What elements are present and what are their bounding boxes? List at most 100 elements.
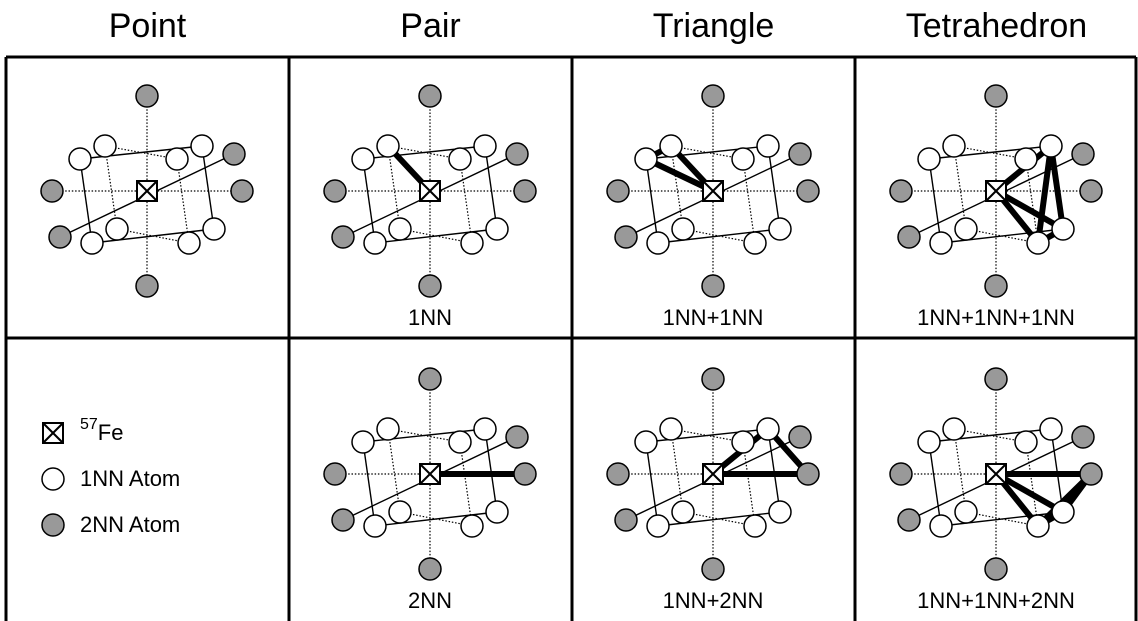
1nn-atom bbox=[1026, 231, 1050, 255]
lattice-edge bbox=[387, 145, 461, 160]
2nn-atom bbox=[40, 179, 64, 203]
2nn-atom bbox=[984, 367, 1008, 391]
diagram-row1-0 bbox=[40, 84, 254, 298]
1nn-atom bbox=[1039, 417, 1063, 441]
1nn-atom bbox=[105, 217, 129, 241]
2nn-atom bbox=[796, 462, 820, 486]
2nn-atom bbox=[701, 367, 725, 391]
lattice-edge bbox=[670, 145, 684, 230]
lattice-edge bbox=[104, 145, 178, 160]
lattice-edge bbox=[484, 145, 498, 230]
1nn-atom bbox=[743, 514, 767, 538]
fe-cross bbox=[985, 180, 1007, 202]
1nn-atom bbox=[917, 430, 941, 454]
1nn-atom bbox=[351, 147, 375, 171]
lattice-edge bbox=[670, 428, 744, 443]
1nn-atom bbox=[165, 147, 189, 171]
legend-2nn-label: 2NN Atom bbox=[80, 512, 181, 537]
1nn-atom bbox=[768, 500, 792, 524]
column-title-tetrahedron: Tetrahedron bbox=[905, 7, 1088, 45]
fe-cross bbox=[419, 180, 441, 202]
1nn-atom bbox=[1026, 514, 1050, 538]
2nn-atom bbox=[418, 84, 442, 108]
cluster-bond bbox=[1048, 143, 1066, 232]
2nn-atom bbox=[606, 462, 630, 486]
1nn-atom bbox=[388, 217, 412, 241]
lattice-edge bbox=[1050, 428, 1064, 513]
2nn-atom bbox=[323, 462, 347, 486]
fe-cross bbox=[419, 463, 441, 485]
1nn-atom bbox=[646, 231, 670, 255]
cluster-bond bbox=[993, 188, 1066, 232]
2nn-atom bbox=[701, 84, 725, 108]
fe-cross bbox=[702, 180, 724, 202]
lattice-edge bbox=[953, 428, 1027, 443]
2nn-atom bbox=[606, 179, 630, 203]
lattice-edge bbox=[387, 428, 461, 443]
2nn-atom bbox=[418, 557, 442, 581]
1nn-atom bbox=[93, 134, 117, 158]
2nn-atom bbox=[135, 274, 159, 298]
column-title-pair: Pair bbox=[400, 7, 461, 45]
2nn-atom bbox=[614, 225, 638, 249]
lattice-edge bbox=[1025, 441, 1039, 527]
1nn-atom bbox=[917, 147, 941, 171]
legend-icons bbox=[41, 422, 65, 537]
lattice-edge bbox=[742, 158, 756, 244]
1nn-atom bbox=[485, 500, 509, 524]
1nn-atom bbox=[646, 514, 670, 538]
lattice-edge bbox=[928, 158, 942, 244]
1nn-atom bbox=[1039, 134, 1063, 158]
lattice-edge bbox=[953, 145, 967, 230]
2nn-atom bbox=[1071, 142, 1095, 166]
lattice-edge bbox=[965, 228, 1039, 244]
lattice-edge bbox=[116, 228, 190, 244]
lattice-edge bbox=[79, 158, 93, 244]
1nn-atom bbox=[1014, 147, 1038, 171]
1nn-atom bbox=[671, 217, 695, 241]
1nn-atom bbox=[460, 231, 484, 255]
caption-tetrahedron-1nn-1nn-1nn: 1NN+1NN+1NN bbox=[917, 305, 1075, 330]
1nn-atom bbox=[448, 430, 472, 454]
lattice-edge bbox=[682, 228, 756, 244]
grid-lines bbox=[4, 55, 1138, 621]
lattice-edge bbox=[459, 441, 473, 527]
lattice-edge bbox=[399, 228, 473, 244]
column-title-triangle: Triangle bbox=[652, 7, 775, 45]
fe-cross bbox=[136, 180, 158, 202]
lattice-edge bbox=[1025, 158, 1039, 244]
1nn-atom bbox=[351, 430, 375, 454]
lattice-edge bbox=[201, 145, 215, 230]
1nn-atom bbox=[1014, 430, 1038, 454]
2nn-atom bbox=[513, 179, 537, 203]
cluster-bond bbox=[643, 156, 716, 194]
1nn-atom bbox=[363, 231, 387, 255]
diagram-row2-3 bbox=[889, 367, 1103, 581]
1nn-atom bbox=[448, 147, 472, 171]
1nn-atom bbox=[659, 134, 683, 158]
1nn-atom bbox=[942, 417, 966, 441]
1nn-atom bbox=[473, 417, 497, 441]
fe-cross bbox=[985, 463, 1007, 485]
lattice-edge bbox=[928, 441, 942, 527]
2nn-atom bbox=[331, 508, 355, 532]
2nn-atom bbox=[418, 367, 442, 391]
1nn-atom bbox=[768, 217, 792, 241]
lattice-edge bbox=[670, 145, 744, 160]
fe-cross bbox=[42, 422, 64, 444]
2nn-atom bbox=[230, 179, 254, 203]
2nn-atom bbox=[1079, 462, 1103, 486]
1nn-atom bbox=[485, 217, 509, 241]
legend-1nn-label: 1NN Atom bbox=[80, 466, 181, 491]
1nn-atom-icon bbox=[40, 466, 66, 492]
1nn-atom bbox=[954, 217, 978, 241]
lattice-edge bbox=[953, 428, 967, 513]
1nn-atom bbox=[68, 147, 92, 171]
1nn-atom bbox=[743, 231, 767, 255]
2nn-atom bbox=[984, 557, 1008, 581]
2nn-atom bbox=[48, 225, 72, 249]
2nn-atom bbox=[135, 84, 159, 108]
2nn-atom bbox=[505, 142, 529, 166]
cluster-bond bbox=[993, 471, 1066, 515]
lattice-edge bbox=[965, 511, 1039, 527]
